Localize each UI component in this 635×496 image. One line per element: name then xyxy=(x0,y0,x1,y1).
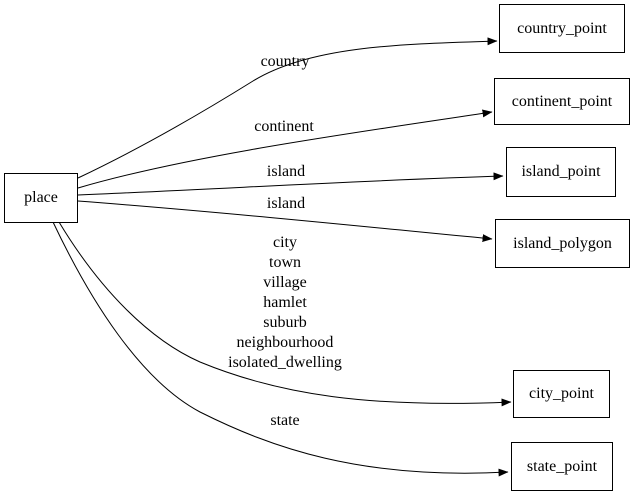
edge-label-town: town xyxy=(268,254,301,271)
edge-place-city-point xyxy=(58,221,512,407)
edge-label-city: city xyxy=(272,234,297,251)
edge-label-country: country xyxy=(260,53,310,70)
edge-label-city-group: city town village hamlet suburb neighbou… xyxy=(228,233,342,373)
edge-place-island-polygon xyxy=(77,200,493,243)
edge-label-suburb: suburb xyxy=(263,314,307,331)
node-country-point: country_point xyxy=(499,4,625,53)
node-island-point: island_point xyxy=(506,147,616,197)
edge-label-village: village xyxy=(263,274,307,291)
edge-label-continent: continent xyxy=(254,118,314,135)
edge-label-hamlet: hamlet xyxy=(263,294,307,311)
node-country-point-label: country_point xyxy=(517,19,607,37)
node-island-polygon-label: island_polygon xyxy=(513,234,612,252)
edge-label-neighbourhood: neighbourhood xyxy=(236,334,334,351)
node-continent-point-label: continent_point xyxy=(511,92,613,110)
edge-place-continent-point xyxy=(77,109,493,189)
node-place: place xyxy=(4,173,78,223)
node-continent-point: continent_point xyxy=(494,78,630,125)
node-state-point: state_point xyxy=(511,442,613,491)
edge-place-island-point xyxy=(77,172,504,196)
edge-place-country-point xyxy=(77,37,498,179)
node-place-label: place xyxy=(24,189,58,206)
node-island-point-label: island_point xyxy=(521,163,601,180)
edge-place-state-point xyxy=(52,221,509,477)
node-island-polygon: island_polygon xyxy=(495,219,630,268)
edge-label-isolated-dwelling: isolated_dwelling xyxy=(228,354,342,371)
edge-label-island-2: island xyxy=(266,195,306,212)
edge-label-island-1: island xyxy=(266,163,306,180)
node-city-point: city_point xyxy=(513,370,610,418)
node-state-point-label: state_point xyxy=(526,457,598,475)
edge-label-state: state xyxy=(270,412,300,429)
node-city-point-label: city_point xyxy=(529,385,594,402)
